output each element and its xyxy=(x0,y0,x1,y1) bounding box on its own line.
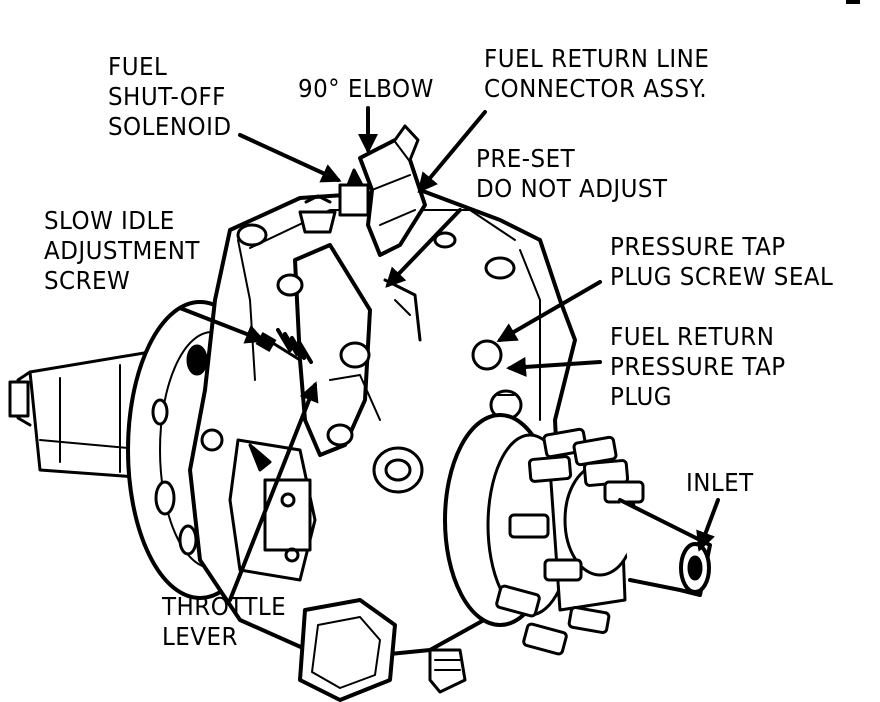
label-line: PRE-SET xyxy=(476,144,576,173)
label-line: CONNECTOR ASSY. xyxy=(484,74,708,103)
label-pressure-tap-seal: PRESSURE TAP PLUG SCREW SEAL xyxy=(610,232,833,292)
label-line: FUEL RETURN LINE xyxy=(484,44,710,73)
pressure-tap-plugs xyxy=(471,339,523,421)
label-line: SCREW xyxy=(44,266,131,295)
label-fuel-shutoff-solenoid: FUEL SHUT-OFF SOLENOID xyxy=(108,52,232,142)
label-line: FUEL xyxy=(108,52,168,81)
label-line: INLET xyxy=(686,468,754,497)
arrow-inlet xyxy=(696,498,720,552)
label-preset: PRE-SET DO NOT ADJUST xyxy=(476,144,667,204)
arrow-throttle-lever xyxy=(228,381,319,602)
center-bolt xyxy=(372,446,424,494)
arrow-preset xyxy=(385,208,462,288)
discharge-fittings xyxy=(495,427,645,656)
label-line: SLOW IDLE xyxy=(44,206,175,235)
label-line: THROTTLE xyxy=(162,592,287,621)
label-throttle-lever: THROTTLE LEVER xyxy=(162,592,286,652)
label-inlet: INLET xyxy=(686,468,754,498)
leader-lines xyxy=(178,106,720,602)
label-line: SOLENOID xyxy=(108,112,232,141)
label-line: DO NOT ADJUST xyxy=(476,174,668,203)
inlet-fitting xyxy=(618,498,712,597)
corner-mark xyxy=(846,0,860,4)
solenoid-assembly xyxy=(338,124,427,257)
arrow-fuel-return-tap xyxy=(506,356,602,377)
label-line: PRESSURE TAP xyxy=(610,232,786,261)
label-line: SHUT-OFF xyxy=(108,82,226,111)
label-fuel-return-tap: FUEL RETURN PRESSURE TAP PLUG xyxy=(610,322,786,412)
arrow-fuel-shutoff xyxy=(238,133,342,183)
label-line: PRESSURE TAP xyxy=(610,352,786,381)
label-line: PLUG SCREW SEAL xyxy=(610,262,834,291)
label-line: FUEL RETURN xyxy=(610,322,775,351)
label-fuel-return-line: FUEL RETURN LINE CONNECTOR ASSY. xyxy=(484,44,709,104)
label-90-elbow: 90° ELBOW xyxy=(298,74,434,104)
arrow-slow-idle xyxy=(178,306,266,344)
arrow-pressure-tap-seal xyxy=(496,280,602,343)
label-line: ADJUSTMENT xyxy=(44,236,200,265)
label-line: 90° ELBOW xyxy=(298,74,434,103)
label-line: PLUG xyxy=(610,382,673,411)
label-slow-idle: SLOW IDLE ADJUSTMENT SCREW xyxy=(44,206,200,296)
label-line: LEVER xyxy=(162,622,238,651)
bottom-hex-plug xyxy=(298,598,467,702)
arrow-fuel-return-line xyxy=(417,110,487,194)
